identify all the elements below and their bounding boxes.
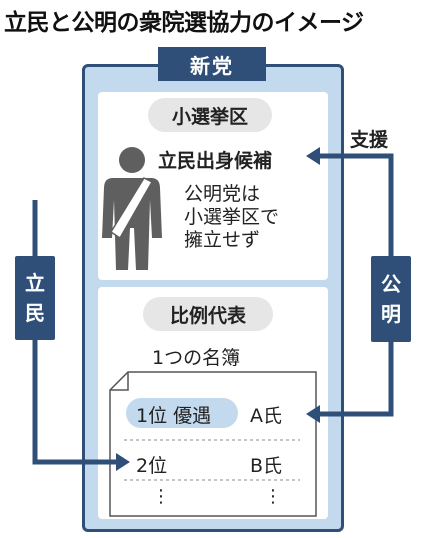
cdp-arrow — [32, 200, 118, 465]
list-document — [109, 371, 317, 517]
proportional-label: 比例代表 — [143, 297, 273, 331]
cdp-badge: 立 民 — [15, 256, 55, 340]
note-line: 小選挙区で — [184, 206, 280, 228]
support-arrow-head — [306, 147, 320, 165]
diagram-title: 立民と公明の衆院選協力のイメージ — [4, 10, 364, 36]
candidate-person-icon — [102, 147, 162, 270]
rank-2: 2位 — [136, 455, 168, 477]
name-1: A氏 — [250, 405, 282, 427]
cdp-arrow-head — [116, 453, 130, 471]
list-document-fold — [110, 372, 129, 391]
komeito-char: 公 — [381, 272, 401, 296]
candidate-label: 立民出身候補 — [158, 150, 273, 172]
district-label: 小選挙区 — [148, 98, 272, 132]
support-label: 支援 — [350, 129, 389, 151]
new-party-label: 新党 — [158, 47, 266, 81]
name-2: B氏 — [250, 455, 283, 477]
note-line: 公明党は — [184, 183, 261, 205]
komeito-arrow-head — [306, 405, 320, 423]
rank1-highlight — [126, 398, 238, 428]
komeito-char: 明 — [381, 302, 401, 326]
cdp-char: 立 — [25, 271, 45, 295]
candidate-sash — [109, 177, 154, 240]
support-arrow — [318, 153, 394, 256]
komeito-arrow — [318, 342, 394, 417]
komeito-note: 公明党は 小選挙区で 擁立せず — [184, 183, 279, 252]
rank-1: 1位 優遇 — [136, 405, 212, 427]
cdp-char: 民 — [25, 301, 45, 325]
name-ellipsis: ⋮ — [264, 486, 282, 507]
list-title: 1つの名簿 — [152, 347, 241, 369]
komeito-badge: 公 明 — [371, 256, 411, 342]
rank-ellipsis: ⋮ — [152, 486, 170, 507]
note-line: 擁立せず — [184, 229, 261, 251]
